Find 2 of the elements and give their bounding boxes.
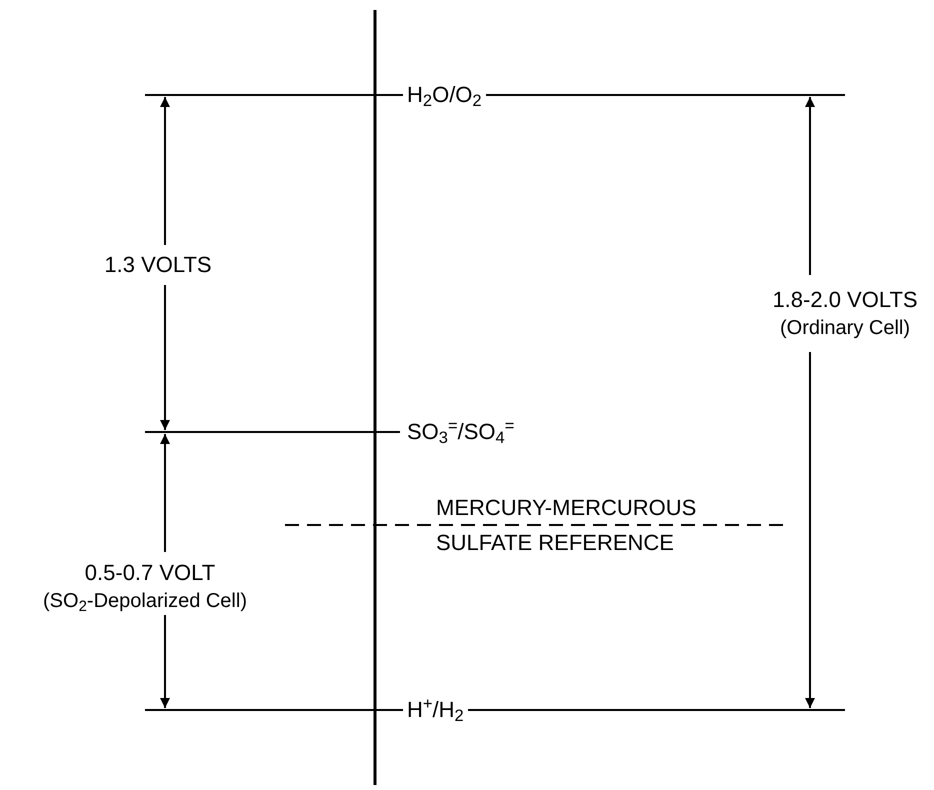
level-label: H$^{+}$/H$_{2}$ [403, 699, 468, 721]
level-label: H$_{2}$O/O$_{2}$ [403, 84, 486, 106]
